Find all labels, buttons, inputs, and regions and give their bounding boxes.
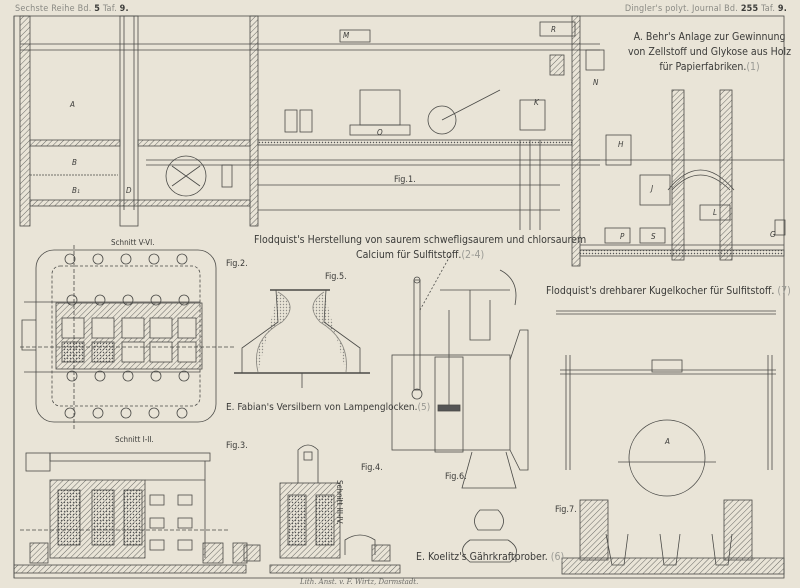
label-g: G bbox=[770, 230, 776, 239]
label-h: H bbox=[618, 140, 624, 149]
label-d: D bbox=[126, 186, 132, 195]
fig1-drawing bbox=[19, 15, 786, 267]
fabian-title: E. Fabian's Versilbern von Lampenglocken… bbox=[226, 400, 430, 415]
label-m: M bbox=[343, 31, 350, 40]
fig5-drawing bbox=[234, 289, 370, 388]
fig2-drawing bbox=[20, 245, 236, 430]
journal-header: Dingler's polyt. Journal Bd. 255 Taf. 9. bbox=[625, 4, 787, 14]
journal-plate-label: Taf. bbox=[761, 4, 776, 14]
label-b1: B₁ bbox=[72, 186, 80, 195]
label-s: S bbox=[651, 232, 656, 241]
label-n: N bbox=[593, 78, 599, 87]
fig1-label: Fig.1. bbox=[394, 175, 416, 185]
label-r: R bbox=[551, 25, 556, 34]
fig6-label: Fig.6. bbox=[445, 472, 467, 482]
series-label: Sechste Reihe Bd. bbox=[15, 4, 92, 14]
series-volume: 5 bbox=[94, 4, 101, 14]
fabian-ref: (5) bbox=[417, 402, 431, 413]
flodquist-kugelkocher-title: Flodquist's drehbarer Kugelkocher für Su… bbox=[546, 284, 791, 299]
fig4-label: Fig.4. bbox=[361, 463, 383, 473]
fig7-label: Fig.7. bbox=[555, 505, 577, 515]
koelitz-text: E. Koelitz's Gährkraftprober. bbox=[416, 551, 548, 563]
fig4-drawing bbox=[243, 444, 401, 574]
fig3-drawing bbox=[13, 452, 248, 574]
flodquist-kugelkocher-text: Flodquist's drehbarer Kugelkocher für Su… bbox=[546, 285, 775, 297]
behr-ref: (1) bbox=[746, 61, 760, 73]
fig3-label: Fig.3. bbox=[226, 441, 248, 451]
series-header: Sechste Reihe Bd. 5 Taf. 9. bbox=[15, 4, 129, 14]
section-iii-iv-label: Schnitt III-IV. bbox=[335, 480, 344, 525]
fig5-label: Fig.5. bbox=[325, 272, 347, 282]
flodquist-calcium-line2: Calcium für Sulfitstoff. bbox=[355, 249, 462, 261]
label-a: A bbox=[70, 100, 75, 109]
flodquist-kugelkocher-ref: (7) bbox=[777, 285, 791, 297]
label-p: P bbox=[620, 232, 625, 241]
label-l: L bbox=[713, 208, 718, 217]
flodquist-calcium-title: Flodquist's Herstellung von saurem schwe… bbox=[254, 233, 586, 263]
section-v-vi-label: Schnitt V-VI. bbox=[111, 238, 155, 247]
fabian-text: E. Fabian's Versilbern von Lampenglocken… bbox=[226, 402, 418, 413]
fig2-label: Fig.2. bbox=[226, 259, 248, 269]
label-o: O bbox=[377, 128, 383, 137]
label-b: B bbox=[72, 158, 77, 167]
label-a-fig7: A bbox=[665, 437, 670, 446]
koelitz-title: E. Koelitz's Gährkraftprober. (6) bbox=[416, 550, 564, 565]
plate-number: 9. bbox=[119, 4, 129, 14]
koelitz-ref: (6) bbox=[550, 551, 565, 563]
flodquist-calcium-ref: (2-4) bbox=[461, 249, 485, 261]
section-i-ii-label: Schnitt I-II. bbox=[115, 435, 154, 444]
behr-title-line2: von Zellstoff und Glykose aus Holz bbox=[628, 46, 792, 58]
lithographer-credit: Lith. Anst. v. F. Wirtz, Darmstadt. bbox=[300, 578, 419, 586]
plate-label: Taf. bbox=[102, 4, 117, 14]
label-j: J bbox=[651, 184, 654, 193]
behr-title-line3: für Papierfabriken. bbox=[659, 61, 747, 73]
label-k: K bbox=[534, 98, 539, 107]
journal-label: Dingler's polyt. Journal Bd. bbox=[624, 4, 739, 14]
flodquist-calcium-line1: Flodquist's Herstellung von saurem schwe… bbox=[254, 234, 587, 246]
journal-volume: 255 bbox=[740, 4, 759, 14]
fig7-drawing bbox=[556, 310, 785, 575]
fig6-drawing bbox=[391, 255, 529, 563]
behr-title: A. Behr's Anlage zur Gewinnung von Zells… bbox=[628, 30, 791, 75]
behr-title-line1: A. Behr's Anlage zur Gewinnung bbox=[633, 31, 786, 43]
journal-plate-number: 9. bbox=[777, 4, 787, 14]
